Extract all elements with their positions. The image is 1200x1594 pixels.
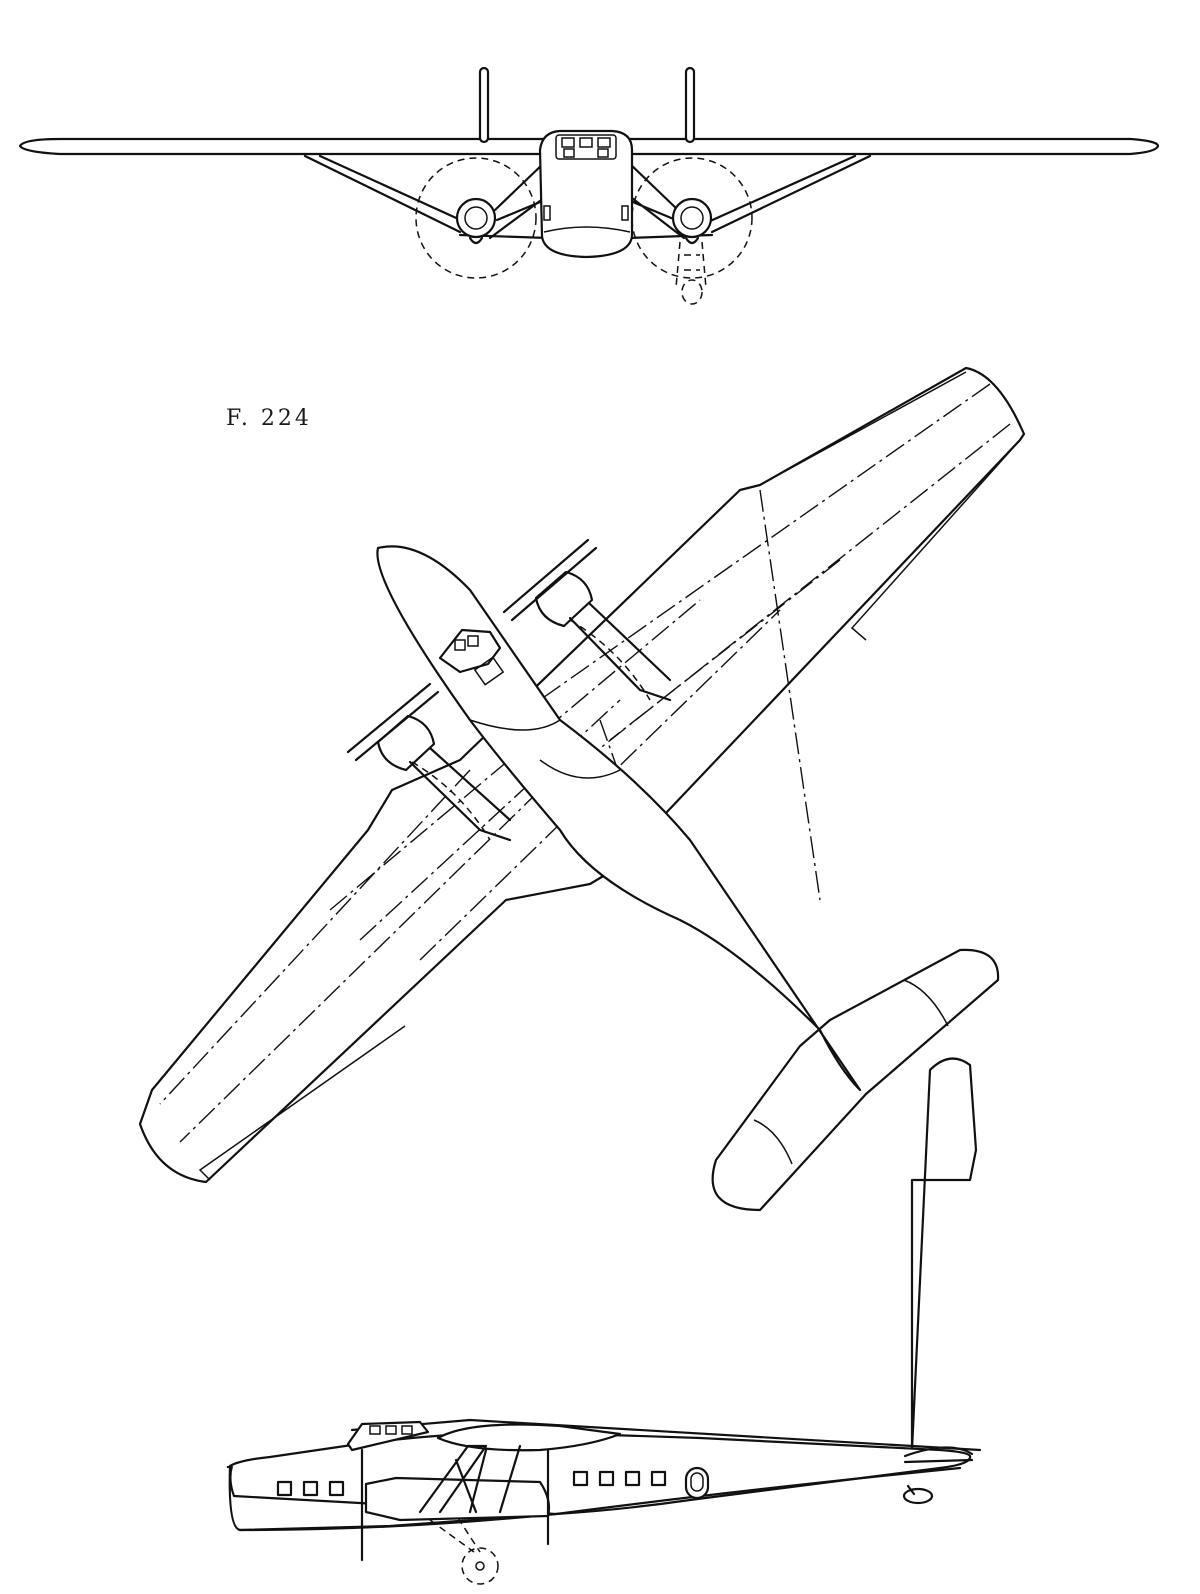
side-engine-nacelle — [364, 1476, 551, 1522]
side-tailwheel — [902, 1487, 934, 1505]
front-fin-right — [684, 66, 696, 144]
top-nacelle-lower — [346, 682, 512, 842]
top-nacelle-upper — [502, 538, 672, 702]
top-tailplane — [711, 948, 1000, 1212]
front-struts-left — [303, 154, 550, 240]
front-prop-disc-left — [415, 157, 537, 279]
side-cockpit — [346, 1420, 430, 1452]
side-struts — [418, 1444, 522, 1514]
top-view — [138, 366, 1026, 1212]
side-windows-forward — [276, 1480, 345, 1497]
front-struts-right — [626, 154, 872, 240]
designation-label: F. 224 — [226, 406, 312, 431]
front-engine-right — [671, 197, 713, 239]
side-windows-aft — [572, 1466, 710, 1500]
side-fin — [910, 1057, 978, 1452]
front-fuselage — [538, 129, 634, 259]
side-wing — [436, 1423, 622, 1452]
front-fin-left — [478, 66, 490, 144]
front-view — [18, 66, 1160, 305]
side-landing-gear — [429, 1517, 481, 1553]
side-mainwheel — [461, 1547, 499, 1585]
front-prop-disc-right — [631, 157, 753, 279]
front-landing-gear — [675, 241, 707, 289]
front-engine-left — [455, 197, 497, 239]
side-view — [226, 1057, 982, 1585]
